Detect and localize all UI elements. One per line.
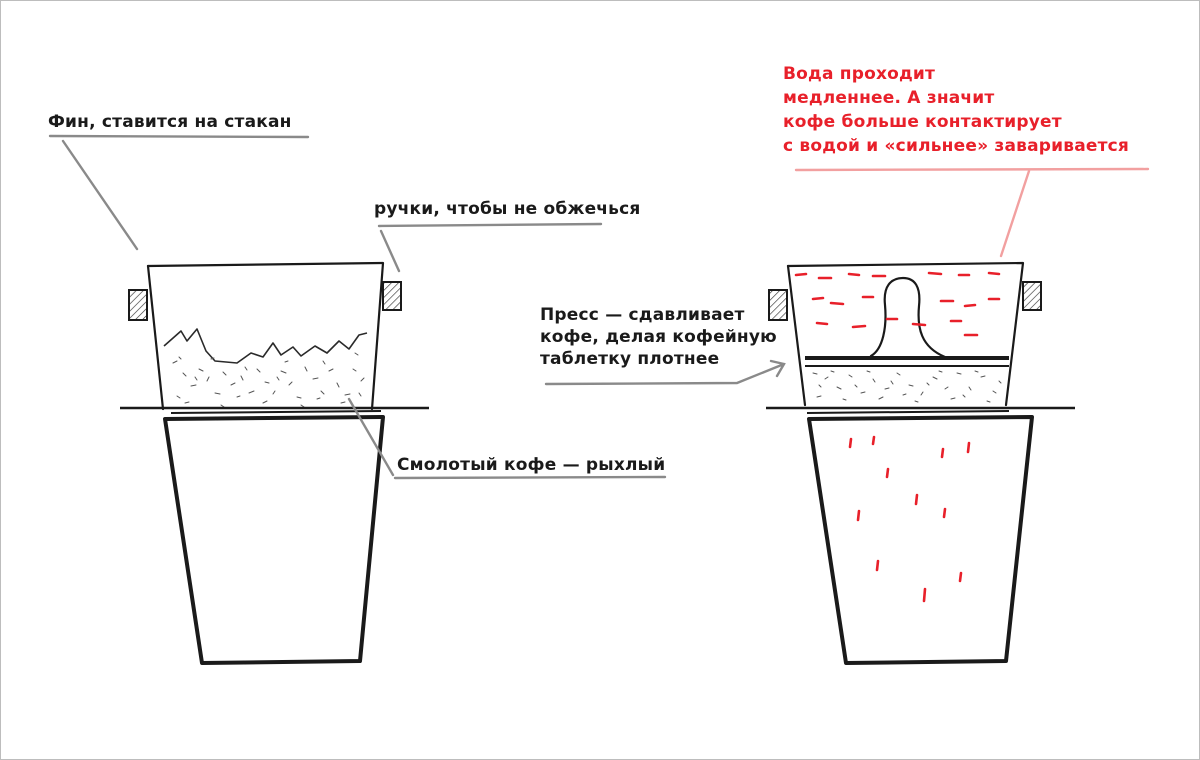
coffee-tablet: [812, 370, 1002, 403]
press-pointer: [544, 359, 786, 386]
pointer-lines: [48, 134, 786, 480]
ground-coffee-pointer: [347, 397, 667, 480]
right-phin: [766, 261, 1075, 665]
left-cup: [163, 415, 385, 665]
label-press-line: Пресс — сдавливает: [540, 305, 745, 325]
right-handle-icon: [1022, 281, 1042, 311]
left-handle-icon: [128, 289, 148, 321]
handles-pointer: [377, 222, 603, 273]
label-water-line: кофе больше контактирует: [783, 112, 1062, 132]
right-cup: [807, 415, 1034, 665]
label-press: Пресс — сдавливает кофе, делая кофейную …: [540, 304, 777, 370]
label-press-line: кофе, делая кофейную: [540, 327, 777, 347]
loose-coffee-grounds: [172, 352, 365, 408]
water-marks: [794, 271, 1001, 337]
press-icon: [869, 276, 947, 359]
label-fin: Фин, ставится на стакан: [48, 112, 292, 132]
label-water-line: с водой и «сильнее» заваривается: [783, 136, 1130, 156]
brewed-coffee-drops: [848, 435, 971, 603]
label-water-line: Вода проходит: [783, 64, 936, 84]
label-handles: ручки, чтобы не обжечься: [374, 199, 641, 219]
fin-pointer: [48, 134, 310, 251]
left-phin-body: [146, 261, 385, 411]
water-pointer: [794, 167, 1150, 258]
label-ground-coffee: Смолотый кофе — рыхлый: [397, 455, 666, 475]
right-phin-body: [786, 261, 1025, 407]
label-press-line: таблетку плотнее: [540, 349, 720, 369]
left-handle-icon: [768, 289, 788, 321]
left-phin: [120, 261, 429, 665]
label-water: Вода проходит медленнее. А значит кофе б…: [783, 62, 1129, 158]
loose-coffee-surface: [163, 328, 368, 364]
right-handle-icon: [382, 281, 402, 311]
label-water-line: медленнее. А значит: [783, 88, 995, 108]
